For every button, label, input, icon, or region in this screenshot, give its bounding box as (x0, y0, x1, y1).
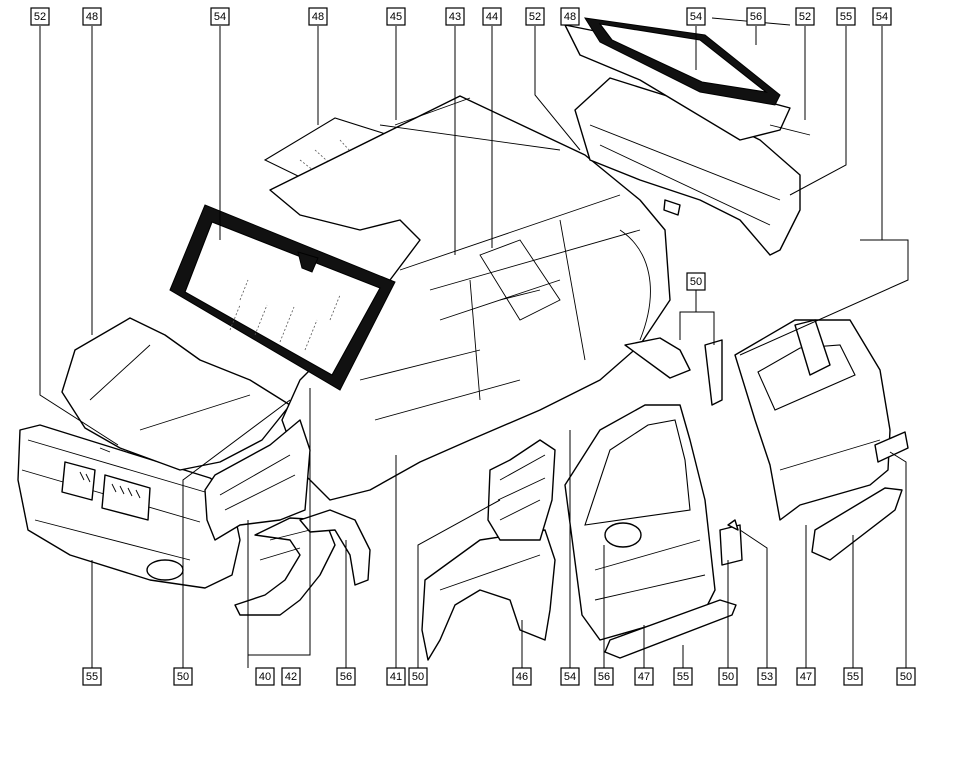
callout-bottom-14-text: 47 (800, 671, 812, 683)
callout-bottom-11-text: 55 (677, 671, 689, 683)
callout-bottom-0: 55 (82, 667, 102, 686)
callout-bottom-11: 55 (673, 667, 693, 686)
callout-bottom-16: 50 (896, 667, 916, 686)
front-apron-drawing (204, 419, 311, 541)
front-door-moulding-drawing (604, 599, 737, 659)
callout-bottom-1: 50 (173, 667, 193, 686)
callout-bottom-2: 40 (255, 667, 275, 686)
callout-top-0: 52 (30, 7, 50, 26)
callout-top-9-text: 54 (690, 11, 702, 23)
callout-top-4-text: 45 (390, 11, 402, 23)
callout-top-2-text: 54 (214, 11, 226, 23)
leader-lines (39, 26, 909, 668)
callout-top-3: 48 (308, 7, 328, 26)
callout-door-group-text: 50 (690, 276, 702, 288)
callout-top-4: 45 (386, 7, 406, 26)
callout-top-12-text: 55 (840, 11, 852, 23)
front-fender-drawing (421, 529, 556, 661)
callout-top-9: 54 (686, 7, 706, 26)
tailgate-drawing (564, 17, 791, 141)
wheel-arch-liner-rear-drawing (299, 509, 371, 586)
callout-bottom-2-text: 40 (259, 671, 271, 683)
callout-bottom-1-text: 50 (177, 671, 189, 683)
callout-bottom-8: 54 (560, 667, 580, 686)
rear-door-moulding-drawing (811, 487, 903, 561)
callout-top-10-text: 56 (750, 11, 762, 23)
callout-bottom-16-text: 50 (900, 671, 912, 683)
callout-bottom-13: 53 (757, 667, 777, 686)
callout-bottom-14: 47 (796, 667, 816, 686)
callout-bottom-6-text: 50 (412, 671, 424, 683)
callout-bottom-3: 42 (281, 667, 301, 686)
callout-bottom-5-text: 41 (390, 671, 402, 683)
callout-bottom-4: 56 (336, 667, 356, 686)
callout-top-5-text: 43 (449, 11, 461, 23)
callout-bottom-12: 50 (718, 667, 738, 686)
hinge-parts-drawing (624, 199, 909, 566)
callout-top-7: 52 (525, 7, 545, 26)
callout-top-6: 44 (482, 7, 502, 26)
callout-top-1-text: 48 (86, 11, 98, 23)
callout-top-13-text: 54 (876, 11, 888, 23)
wheel-arch-liner-drawing (234, 517, 336, 616)
callout-bottom-4-text: 56 (340, 671, 352, 683)
callout-top-6-text: 44 (486, 11, 498, 23)
callout-top-7-text: 52 (529, 11, 541, 23)
callout-bottom-5: 41 (386, 667, 406, 686)
callout-bottom-12-text: 50 (722, 671, 734, 683)
callout-top-13: 54 (872, 7, 892, 26)
front-bumper-drawing (17, 424, 241, 589)
callout-bottom-15: 55 (843, 667, 863, 686)
callout-top-12: 55 (836, 7, 856, 26)
callout-bottom-8-text: 54 (564, 671, 576, 683)
callout-top-5: 43 (445, 7, 465, 26)
callout-top-11-text: 52 (799, 11, 811, 23)
callout-top-2: 54 (210, 7, 230, 26)
callout-bottom-7-text: 46 (516, 671, 528, 683)
callout-bottom-9-text: 56 (598, 671, 610, 683)
callout-bottom-9: 56 (594, 667, 614, 686)
front-door-drawing (564, 404, 716, 641)
rear-door-drawing (734, 319, 891, 521)
callout-top-11: 52 (795, 7, 815, 26)
callout-bottom-13-text: 53 (761, 671, 773, 683)
callout-top-8: 48 (560, 7, 580, 26)
callout-bottom-7: 46 (512, 667, 532, 686)
callout-labels: 52 48 54 48 45 43 44 52 48 54 56 52 55 54 50 55 50 40 42 56… (30, 7, 916, 686)
window-regulator-drawing (487, 439, 556, 541)
callout-top-1: 48 (82, 7, 102, 26)
callout-top-3-text: 48 (312, 11, 324, 23)
callout-door-group: 50 (686, 272, 706, 291)
callout-bottom-3-text: 42 (285, 671, 297, 683)
callout-top-0-text: 52 (34, 11, 46, 23)
callout-bottom-10: 47 (634, 667, 654, 686)
windscreen-drawing (169, 204, 396, 391)
callout-top-10: 56 (746, 7, 766, 26)
callout-bottom-10-text: 47 (638, 671, 650, 683)
callout-bottom-6: 50 (408, 667, 428, 686)
callout-bottom-0-text: 55 (86, 671, 98, 683)
callout-bottom-15-text: 55 (847, 671, 859, 683)
body-shell-drawing (269, 95, 671, 501)
callout-top-8-text: 48 (564, 11, 576, 23)
